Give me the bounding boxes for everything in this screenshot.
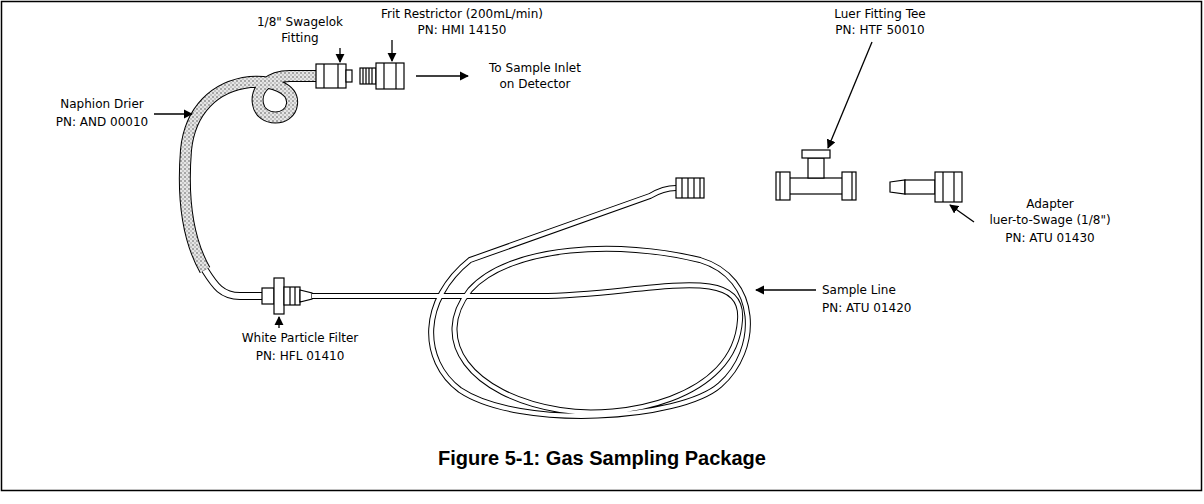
adapter [890,172,962,202]
leader-arrows [154,40,974,328]
part-label: To Sample Inlet [489,60,581,76]
drier-tube [185,76,316,296]
part-label: Adapter [1026,196,1074,212]
part-label: 1/8" Swagelok [257,14,343,30]
figure-frame [2,2,1202,491]
swagelok-fitting [316,64,352,88]
part-label: Naphion Drier [60,96,143,112]
part-label: Luer Fitting Tee [834,6,925,22]
part-label: PN: ATU 01420 [822,300,911,316]
part-label: Fitting [281,30,318,46]
part-label: White Particle Filter [242,330,359,346]
part-label: on Detector [499,76,570,92]
part-label: Sample Line [822,282,896,298]
particle-filter [262,278,312,314]
part-label: Frit Restrictor (200mL/min) [381,6,543,22]
frit-restrictor [360,63,404,89]
sample-line-tube [312,188,748,416]
part-label: PN: HMI 14150 [418,22,507,38]
part-label: PN: ATU 01430 [1005,230,1094,246]
sample-line-luer [676,178,704,198]
part-label: luer-to-Swage (1/8") [989,212,1110,228]
figure-caption: Figure 5-1: Gas Sampling Package [438,446,766,470]
part-label: PN: HTF 50010 [835,22,924,38]
part-label: PN: AND 00010 [56,114,148,130]
part-label: PN: HFL 01410 [256,348,345,364]
luer-tee [776,150,856,200]
